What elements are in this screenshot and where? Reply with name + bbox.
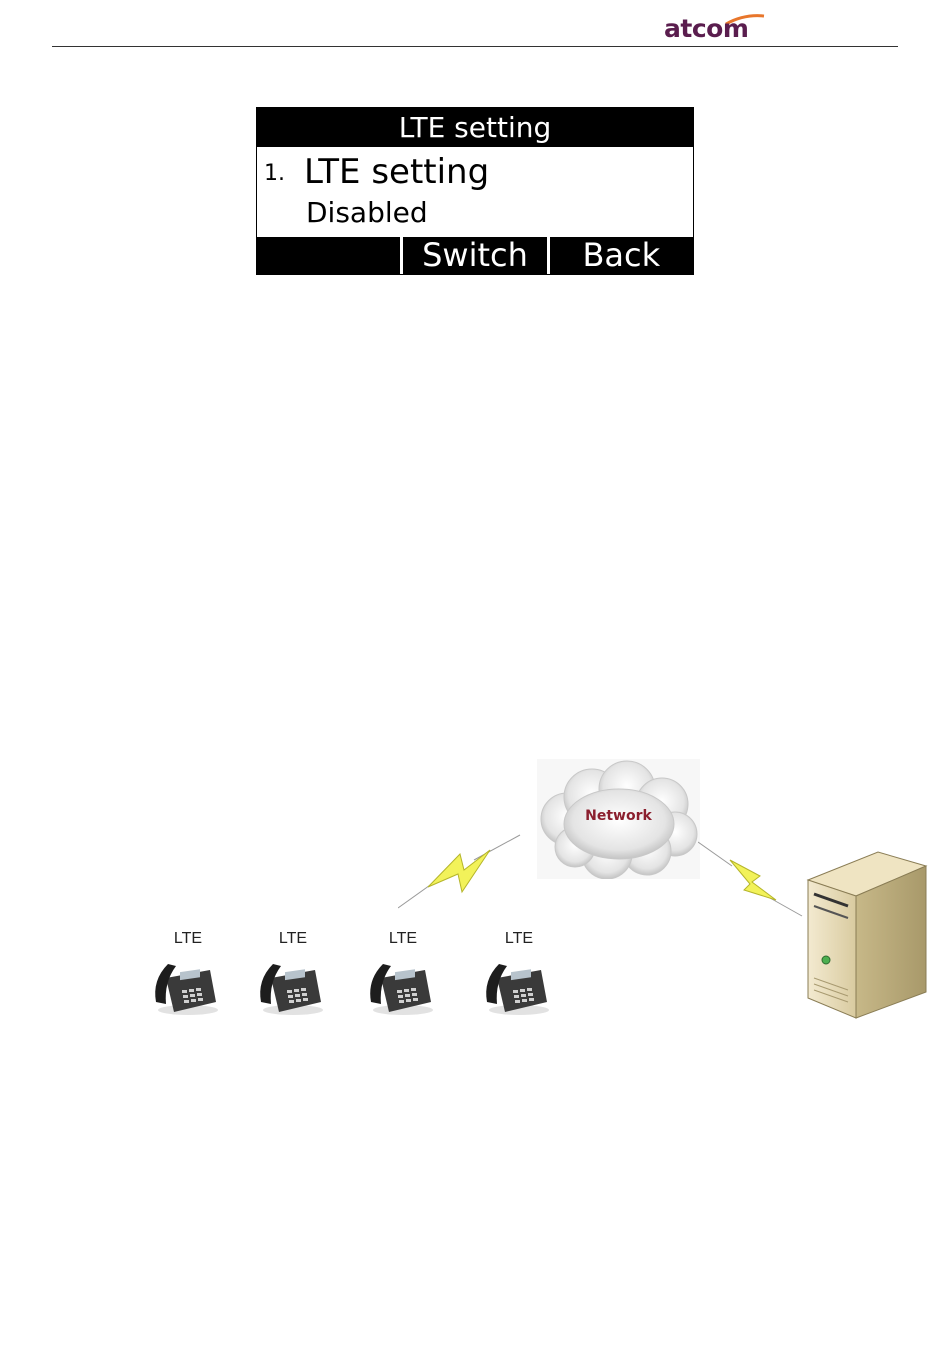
header-divider <box>52 46 898 47</box>
phone-label: LTE <box>363 930 443 948</box>
desk-phone-icon <box>483 958 549 1016</box>
lte-phone: LTE <box>363 930 443 1020</box>
softkey-bar: Switch Back <box>257 237 693 274</box>
lightning-icon <box>398 832 524 910</box>
lcd-item-label[interactable]: LTE setting <box>304 152 489 192</box>
logo-text: atcom <box>664 14 748 43</box>
phone-label: LTE <box>148 930 228 948</box>
phone-lcd-screen: LTE setting 1. LTE setting Disabled Swit… <box>256 107 694 275</box>
phone-label: LTE <box>253 930 333 948</box>
lcd-title: LTE setting <box>257 108 693 147</box>
lightning-icon <box>698 840 804 918</box>
atcom-logo: atcom <box>664 12 774 46</box>
softkey-back[interactable]: Back <box>550 237 693 274</box>
server-icon <box>800 850 930 1025</box>
lte-phone: LTE <box>479 930 559 1020</box>
desk-phone-icon <box>367 958 433 1016</box>
network-diagram: Network LTE <box>0 750 950 1050</box>
desk-phone-icon <box>257 958 323 1016</box>
lte-phone: LTE <box>148 930 228 1020</box>
softkey-1[interactable] <box>257 237 400 274</box>
lte-phone: LTE <box>253 930 333 1020</box>
softkey-switch[interactable]: Switch <box>403 237 546 274</box>
lcd-item-number: 1. <box>264 161 285 186</box>
desk-phone-icon <box>152 958 218 1016</box>
phone-label: LTE <box>479 930 559 948</box>
network-label: Network <box>537 808 700 824</box>
lcd-item-value: Disabled <box>306 196 428 229</box>
